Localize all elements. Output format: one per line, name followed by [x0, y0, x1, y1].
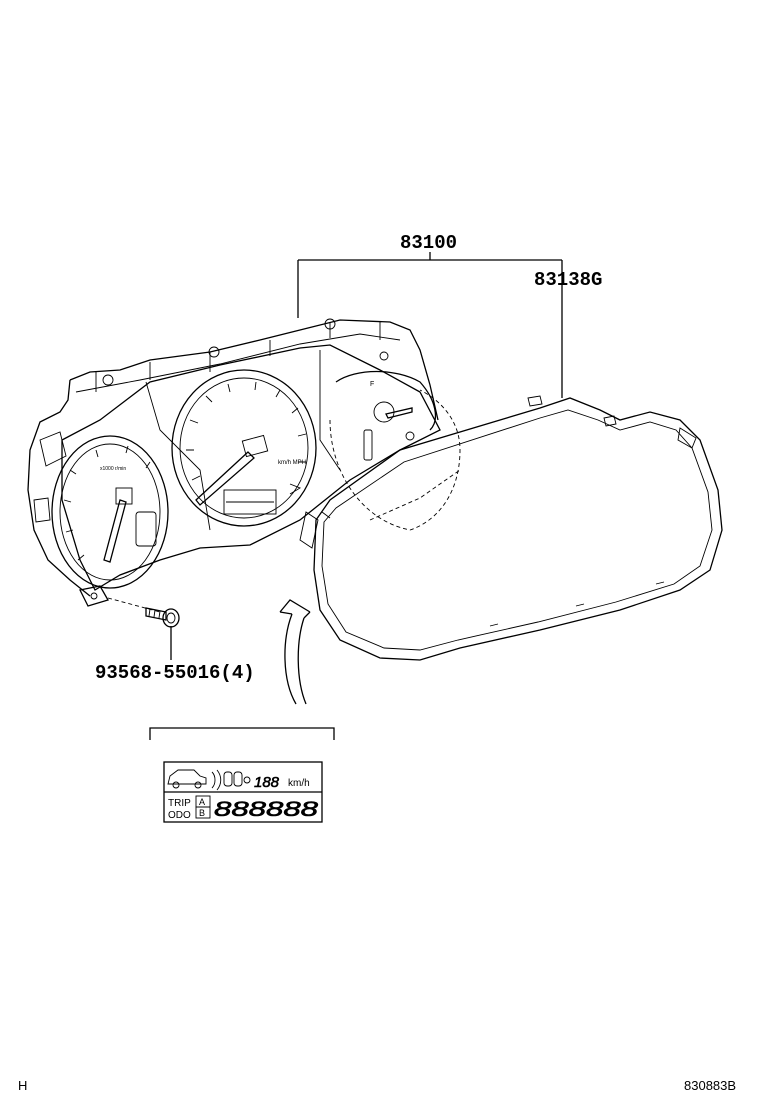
callout-leaders	[170, 252, 563, 660]
trip-label: TRIP	[168, 798, 191, 809]
speed-unit: km/h	[288, 778, 310, 789]
car-icon	[167, 769, 207, 789]
trip-mode-a: A	[199, 797, 205, 807]
fuel-gauge: F	[329, 370, 461, 531]
part-label-combination-meter[interactable]: 83100	[400, 232, 457, 254]
speed-readout: 188	[254, 774, 280, 791]
indicator-dot-icon	[243, 776, 251, 784]
indicator-arrow	[279, 599, 311, 705]
tachometer-gauge: x1000 r/min	[51, 435, 169, 589]
screw-icon	[145, 607, 180, 628]
meter-glass	[299, 395, 723, 661]
signal-icon	[211, 769, 222, 791]
part-label-screw[interactable]: 93568-55016(4)	[95, 662, 255, 684]
odo-label: ODO	[168, 810, 191, 821]
svg-text:km/h MPH: km/h MPH	[278, 460, 306, 466]
display-inset: 188 km/h TRIP ODO A B 888888	[149, 727, 335, 823]
meter-housing	[27, 318, 439, 597]
svg-text:F: F	[370, 381, 374, 388]
diagram-code: 830883B	[684, 1078, 737, 1093]
footer-mark: H	[18, 1078, 28, 1093]
trip-mode-b: B	[199, 808, 205, 818]
part-label-meter-glass[interactable]: 83138G	[534, 269, 602, 291]
speedometer-gauge: km/h MPH	[171, 369, 317, 527]
gauge-segment-icon	[233, 771, 243, 787]
odometer-readout: 888888	[214, 798, 318, 821]
svg-text:x1000 r/min: x1000 r/min	[100, 466, 126, 472]
gauge-segment-icon	[223, 771, 233, 787]
